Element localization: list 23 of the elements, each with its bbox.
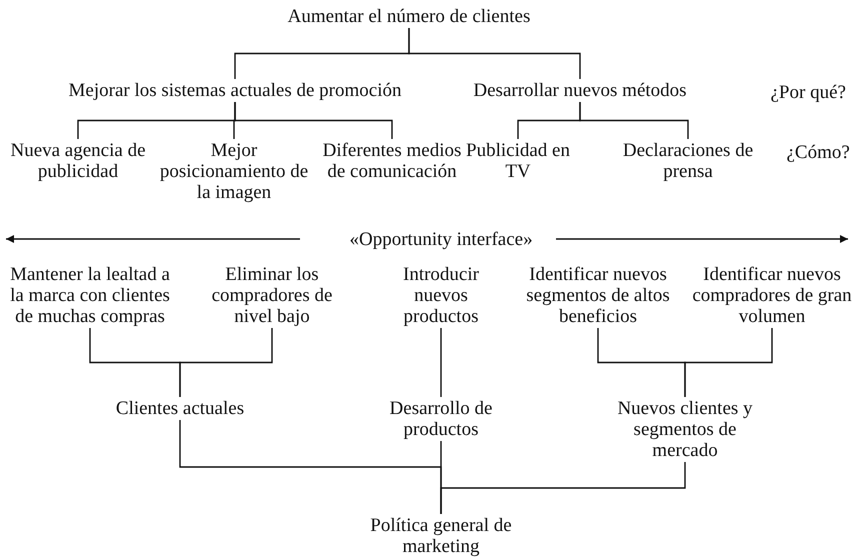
node-text: Declaraciones de prensa <box>608 140 768 182</box>
connector-line <box>440 462 686 514</box>
node-text: Mantener la lealtad a la marca con clientes de muchas compras <box>4 264 176 327</box>
node-text: Desarrollar nuevos métodos <box>455 80 705 101</box>
node-text: Nuevos clientes y segmentos de mercado <box>605 398 765 461</box>
node-text: Eliminar los compradores de nivel bajo <box>192 264 352 327</box>
node-text: Identificar nuevos segmentos de altos beneficios <box>523 264 673 327</box>
connector-line <box>179 328 273 397</box>
node-text: Clientes actuales <box>95 398 265 419</box>
connector-line <box>579 102 689 139</box>
connector-line <box>234 102 393 139</box>
question-label: ¿Cómo? <box>786 142 850 163</box>
interface-label: «Opportunity interface» <box>350 229 533 250</box>
node-text: Mejorar los sistemas actuales de promoción <box>35 80 435 101</box>
node-text: Política general de marketing <box>356 515 526 557</box>
connector-line <box>408 28 581 79</box>
node-text: Desarrollo de productos <box>371 398 511 440</box>
connector-line <box>440 328 442 397</box>
question-label: ¿Por qué? <box>770 82 846 103</box>
node-text: Aumentar el número de clientes <box>259 6 559 27</box>
node-text: Identificar nuevos compradores de gran volumen <box>692 264 852 327</box>
node-text: Introducir nuevos productos <box>381 264 501 327</box>
connector-line <box>684 328 773 397</box>
